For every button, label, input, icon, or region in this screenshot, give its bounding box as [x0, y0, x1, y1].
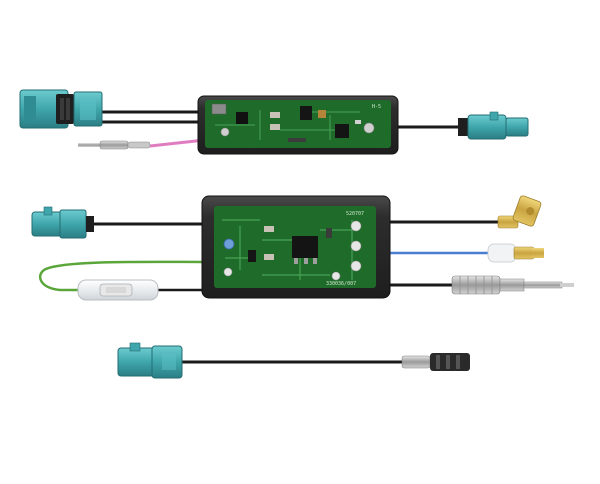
din-antenna-plug [451, 275, 574, 295]
power-pin-connector [78, 140, 151, 150]
middle-pcb-marking-bottom: 330036/007 [326, 281, 356, 287]
inline-fuse-holder [77, 279, 159, 301]
top-module-box: H-5 [197, 95, 399, 155]
middle-pcb-marking-top: 520707 [346, 211, 364, 217]
metal-sleeve-end [401, 353, 470, 371]
bottom-cable [117, 342, 470, 379]
fakra-plug-middle-left [31, 206, 94, 239]
fakra-plug-bottom [117, 342, 183, 379]
middle-amplifier: 520707 330036/007 [31, 195, 574, 301]
amplifier-chip [292, 236, 318, 258]
fakra-double-plug [19, 89, 103, 129]
middle-module-box: 520707 330036/007 [201, 195, 391, 299]
top-pcb-marking: H-5 [372, 104, 381, 110]
blade-terminal-connector [487, 243, 544, 263]
pink-power-wire [149, 138, 206, 148]
green-fuse-wire [39, 260, 211, 292]
smb-angled-connector [497, 195, 542, 229]
fakra-single-plug-top-right [458, 111, 529, 140]
top-adapter: H-5 [19, 89, 529, 155]
